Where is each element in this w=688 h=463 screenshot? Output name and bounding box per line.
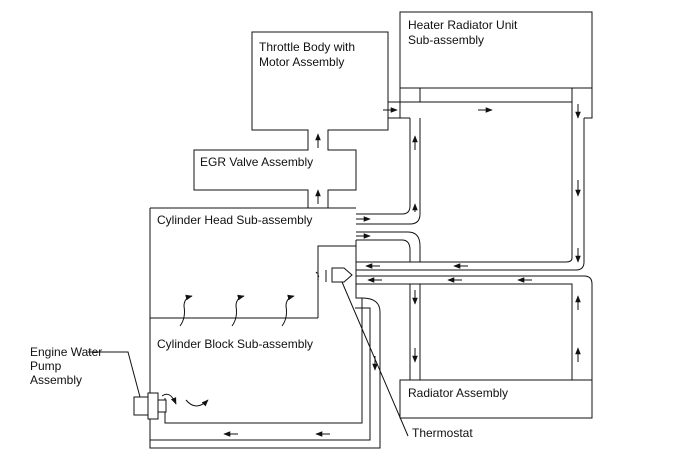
water-pump-label-3: Assembly <box>30 373 82 387</box>
water-pump-label-2: Pump <box>30 359 62 373</box>
throttle-body-label-2: Motor Assembly <box>259 55 344 69</box>
thermostat-label: Thermostat <box>412 426 473 440</box>
thermostat: Thermostat <box>315 267 473 440</box>
cylinder-block-label: Cylinder Block Sub-assembly <box>157 337 313 351</box>
throttle-body-assembly: Throttle Body with Motor Assembly <box>193 31 389 209</box>
throttle-to-heater-pipe <box>383 101 572 119</box>
engine-water-pump: Engine Water Pump Assembly <box>30 345 167 420</box>
throttle-body-label-1: Throttle Body with <box>259 40 355 54</box>
heater-radiator-label-1: Heater Radiator Unit <box>408 18 518 32</box>
egr-valve-label: EGR Valve Assembly <box>200 155 313 169</box>
water-pump-label-1: Engine Water <box>30 345 102 359</box>
heater-return-pipe <box>356 102 585 271</box>
engine-outline <box>149 207 381 449</box>
coolant-flow-arrows <box>161 294 378 437</box>
heater-radiator-label-2: Sub-assembly <box>408 33 484 47</box>
radiator-label: Radiator Assembly <box>408 386 508 400</box>
cylinder-head-label: Cylinder Head Sub-assembly <box>157 213 312 227</box>
heater-radiator-unit: Heater Radiator Unit Sub-assembly <box>399 11 593 119</box>
radiator-assembly: Radiator Assembly <box>399 379 593 419</box>
head-bypass-pipe <box>356 231 421 262</box>
radiator-pipe <box>356 275 593 380</box>
